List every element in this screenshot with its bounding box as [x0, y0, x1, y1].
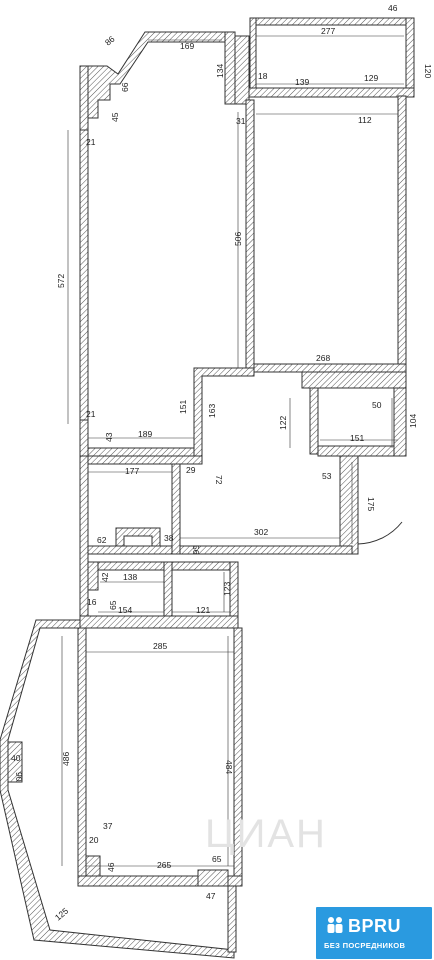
dim-62: 62	[97, 535, 107, 545]
dim-175: 175	[366, 497, 376, 511]
dim-484: 484	[224, 760, 234, 774]
dim-285: 285	[153, 641, 167, 651]
dim-138: 138	[123, 572, 137, 582]
living-room-walls	[79, 31, 250, 463]
dim-177: 177	[125, 466, 139, 476]
dim-139: 139	[295, 77, 309, 87]
dim-37: 37	[103, 821, 113, 831]
hall-walls	[87, 455, 403, 555]
watermark: ЦИАН	[205, 812, 327, 856]
dim-163: 163	[207, 404, 217, 418]
dim-151-closet: 151	[350, 433, 364, 443]
dim-572: 572	[56, 274, 66, 288]
dim-277: 277	[321, 26, 335, 36]
dim-40: 40	[11, 753, 21, 763]
partition-506	[245, 99, 255, 369]
dim-125: 125	[53, 906, 71, 923]
dim-506: 506	[233, 232, 243, 246]
dim-86: 86	[103, 34, 117, 48]
dim-20: 20	[89, 835, 99, 845]
dim-43: 43	[104, 432, 114, 442]
dim-121: 121	[196, 605, 210, 615]
corridor-walls	[79, 367, 255, 627]
dim-47: 47	[206, 891, 216, 901]
dimension-lines	[61, 35, 404, 867]
logo-subtitle: БЕЗ ПОСРЕДНИКОВ	[324, 941, 406, 950]
dim-302: 302	[254, 527, 268, 537]
closet	[301, 371, 407, 457]
dim-45: 45	[110, 112, 120, 122]
bedroom-right-wall	[397, 95, 407, 381]
dim-72: 72	[214, 475, 224, 485]
dim-38: 38	[164, 533, 174, 543]
dim-151-left: 151	[178, 400, 188, 414]
dim-122: 122	[278, 416, 288, 430]
dim-29: 29	[186, 465, 196, 475]
dim-112: 112	[358, 115, 372, 125]
dim-46: 46	[388, 3, 398, 13]
dim-56: 56	[191, 545, 201, 555]
people-icon	[327, 917, 343, 933]
dim-104: 104	[408, 414, 418, 428]
dim-18: 18	[258, 71, 268, 81]
dim-129: 129	[364, 73, 378, 83]
dim-189: 189	[138, 429, 152, 439]
dim-31: 31	[236, 116, 246, 126]
dim-90: 90	[14, 772, 24, 782]
dim-50: 50	[372, 400, 382, 410]
dim-120: 120	[423, 64, 433, 78]
dim-486: 486	[61, 752, 71, 766]
bpru-logo[interactable]: BPRU БЕЗ ПОСРЕДНИКОВ	[316, 907, 432, 959]
dim-21-top: 21	[86, 137, 96, 147]
dimension-labels: 46 277 120 86 169 66 45 21 134 18 139 12…	[11, 3, 433, 923]
dim-123: 123	[222, 582, 232, 596]
bath-wc-walls	[79, 561, 239, 629]
bottom-room-walls	[77, 627, 243, 887]
dim-46-bottom: 46	[106, 862, 116, 872]
dim-134: 134	[215, 64, 225, 78]
door-swing	[357, 486, 403, 545]
dim-268: 268	[316, 353, 330, 363]
dim-21-bot: 21	[86, 409, 96, 419]
bedroom-bottom-wall	[253, 363, 407, 373]
dim-65-bottom: 65	[212, 854, 222, 864]
dim-53: 53	[322, 471, 332, 481]
loggia	[0, 619, 237, 959]
dim-65: 65	[108, 600, 118, 610]
dim-16: 16	[87, 597, 97, 607]
dim-154: 154	[118, 605, 132, 615]
logo-title: BPRU	[348, 916, 402, 936]
dim-42: 42	[100, 572, 110, 582]
dim-169: 169	[180, 41, 194, 51]
dim-66: 66	[120, 82, 130, 92]
dim-265: 265	[157, 860, 171, 870]
